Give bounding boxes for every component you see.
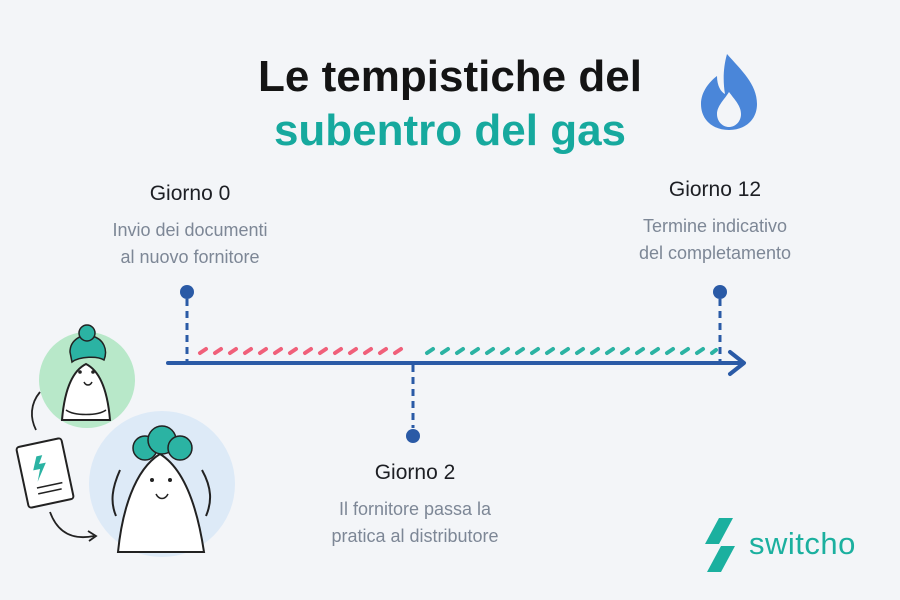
timeline-segment-progress	[425, 347, 718, 355]
event-description: Il fornitore passa la pratica al distrib…	[280, 496, 550, 550]
event-day-label: Giorno 12	[668, 178, 762, 201]
marker-day-0	[180, 285, 194, 361]
arrow-head	[87, 530, 98, 542]
person-previous-holder	[39, 324, 135, 428]
people-illustration	[15, 324, 235, 557]
timeline-segment-pending	[198, 347, 403, 355]
event-description-line: al nuovo fornitore	[120, 247, 260, 267]
person-new-holder	[89, 411, 235, 557]
event-description: Termine indicativo del completamento	[590, 213, 840, 267]
marker-day-2	[406, 365, 420, 443]
arrow-icon	[31, 391, 41, 431]
brand-name: switcho	[749, 526, 856, 561]
event-day-12: Giorno 12 Termine indicativo del complet…	[590, 177, 840, 267]
page-title: Le tempistiche del subentro del gas	[0, 50, 900, 158]
event-day-label: Giorno 0	[149, 182, 231, 205]
title-line-1: Le tempistiche del	[258, 52, 642, 101]
arrow-icon	[728, 350, 746, 376]
event-day-label: Giorno 2	[374, 461, 456, 484]
timeline-axis	[166, 350, 746, 376]
flame-icon	[701, 54, 757, 130]
switcho-logo-icon	[705, 518, 735, 572]
event-description-line: Termine indicativo	[642, 216, 788, 236]
event-description-line: Il fornitore passa la	[338, 499, 492, 519]
event-description-line: pratica al distributore	[331, 526, 499, 546]
title-line-2: subentro del gas	[273, 106, 627, 155]
event-day-2: Giorno 2 Il fornitore passa la pratica a…	[280, 460, 550, 550]
event-day-0: Giorno 0 Invio dei documenti al nuovo fo…	[70, 181, 310, 271]
marker-day-12	[713, 285, 727, 361]
event-description-line: Invio dei documenti	[112, 220, 268, 240]
arrow-icon	[49, 511, 95, 538]
event-description-line: del completamento	[638, 243, 792, 263]
event-description: Invio dei documenti al nuovo fornitore	[70, 217, 310, 271]
brand-logo: switcho	[695, 510, 875, 580]
document-icon	[15, 437, 75, 509]
